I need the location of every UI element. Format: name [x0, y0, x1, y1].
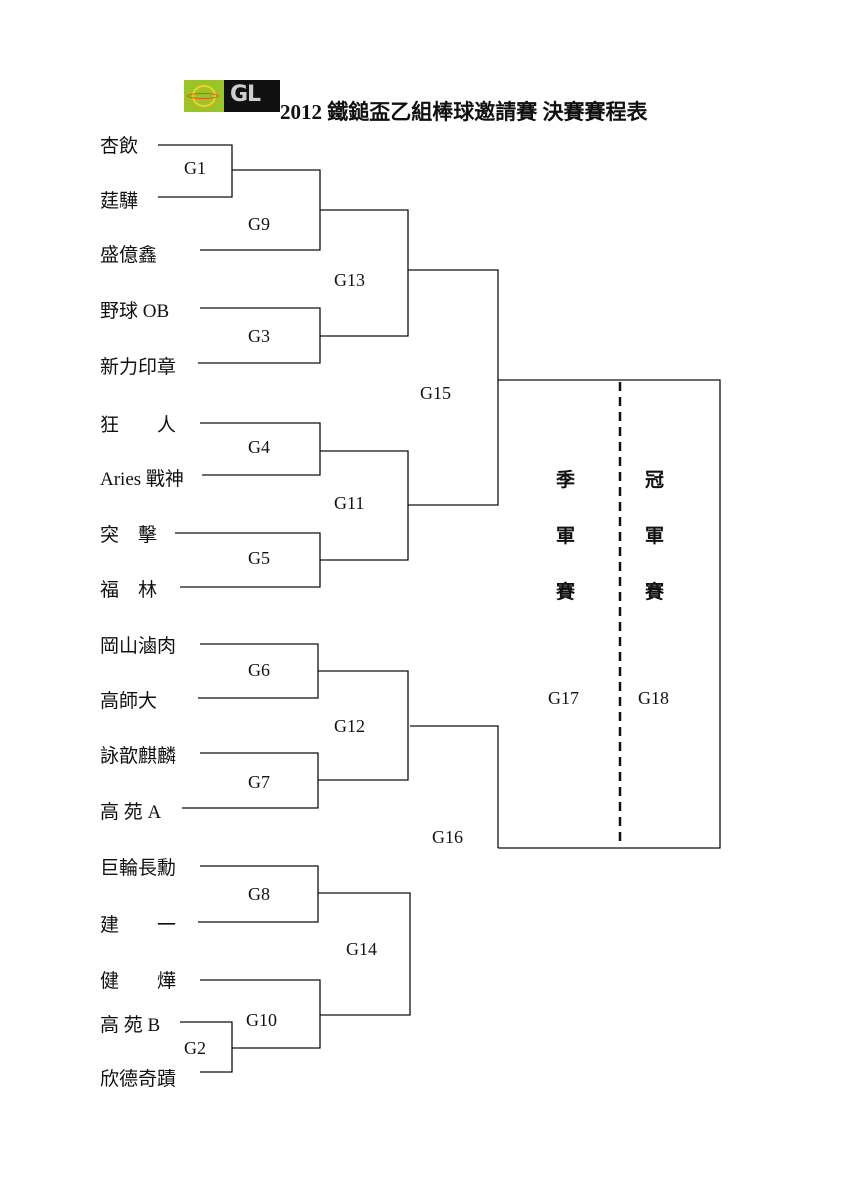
- logo-text: GL: [230, 82, 261, 107]
- third-place-char: 賽: [556, 582, 576, 603]
- game-label: G6: [248, 660, 270, 680]
- team-label: 健 燁: [100, 971, 177, 992]
- team-label: 高 苑 A: [100, 802, 162, 823]
- team-label: 欣德奇蹟: [100, 1069, 177, 1090]
- third-place-char: 季: [556, 470, 576, 491]
- game-label: G17: [548, 688, 579, 708]
- page-title: 2012 鐵鎚盃乙組棒球邀請賽 決賽賽程表: [280, 100, 648, 124]
- game-label: G13: [334, 270, 365, 290]
- championship-char: 賽: [645, 582, 665, 603]
- team-label: 福 林: [100, 580, 158, 601]
- team-label: 建 一: [100, 915, 177, 936]
- game-label: G1: [184, 158, 206, 178]
- championship-char: 冠: [645, 470, 665, 491]
- team-label: 盛億鑫: [100, 245, 158, 266]
- game-label: G3: [248, 326, 270, 346]
- game-label: G11: [334, 493, 365, 513]
- team-label: Aries 戰神: [100, 469, 184, 490]
- team-label: 杏飲: [100, 136, 139, 157]
- team-label: 岡山滷肉: [100, 636, 177, 657]
- team-label: 詠歆麒麟: [100, 746, 177, 767]
- game-label: G14: [346, 939, 377, 959]
- game-label: G5: [248, 548, 270, 568]
- third-place-char: 軍: [556, 526, 576, 547]
- team-label: 新力印章: [100, 357, 177, 378]
- game-label: G7: [248, 772, 270, 792]
- game-label: G4: [248, 437, 270, 457]
- team-label: 莛驊: [100, 191, 139, 212]
- game-label: G8: [248, 884, 270, 904]
- championship-char: 軍: [645, 526, 665, 547]
- game-label: G2: [184, 1038, 206, 1058]
- team-label: 野球 OB: [100, 301, 170, 322]
- tournament-logo: GL: [184, 80, 280, 112]
- game-label: G9: [248, 214, 270, 234]
- team-label: 突 擊: [100, 525, 158, 546]
- game-label: G16: [432, 827, 463, 847]
- team-label: 高師大: [100, 691, 158, 712]
- game-label: G15: [420, 383, 451, 403]
- team-label: 高 苑 B: [100, 1015, 161, 1036]
- game-label: G12: [334, 716, 365, 736]
- game-label: G10: [246, 1010, 277, 1030]
- game-label: G18: [638, 688, 669, 708]
- team-label: 巨輪長勳: [100, 858, 177, 879]
- team-label: 狂 人: [100, 415, 177, 436]
